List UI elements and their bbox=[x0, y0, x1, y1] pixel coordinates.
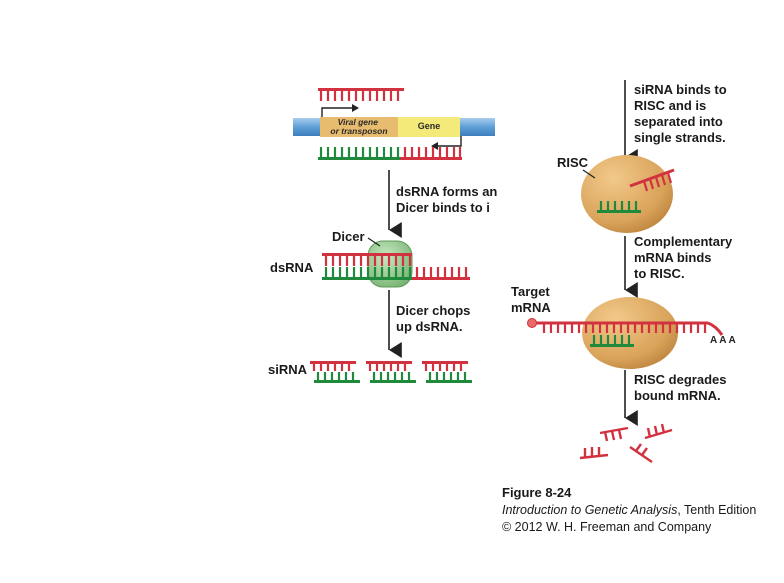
step-sirna-binds-label: siRNA binds to RISC and is separated int… bbox=[634, 82, 727, 145]
fragment-3 bbox=[579, 447, 609, 460]
risc-complex-1 bbox=[581, 155, 673, 233]
step-dsrna-forms-label: dsRNA forms an Dicer binds to i bbox=[396, 184, 498, 215]
degraded-fragments bbox=[579, 423, 673, 463]
promoter-arrow-forward bbox=[321, 107, 352, 120]
transcript-top bbox=[318, 88, 404, 101]
dicer-label: Dicer bbox=[332, 229, 365, 244]
sirna-strand-red bbox=[629, 168, 675, 192]
risc-label: RISC bbox=[557, 155, 589, 170]
sirna-duplex-3 bbox=[422, 361, 472, 383]
fragment-1 bbox=[599, 426, 629, 442]
step-dicer-chops-label: Dicer chops up dsRNA. bbox=[396, 303, 471, 334]
target-mrna bbox=[527, 318, 724, 336]
risc-complex-2 bbox=[582, 297, 678, 369]
dna-bar bbox=[293, 117, 495, 137]
fragment-4 bbox=[629, 443, 653, 463]
sirna-duplex-2 bbox=[366, 361, 416, 383]
viral-gene-label: Viral gene or transposon bbox=[330, 117, 387, 136]
step-risc-degrades-label: RISC degrades bound mRNA. bbox=[634, 372, 727, 403]
dicer-pointer bbox=[367, 237, 381, 247]
bound-sirna-guide bbox=[590, 335, 634, 347]
target-mrna-label: Target mRNA bbox=[511, 284, 551, 315]
book-edition: , Tenth Edition bbox=[677, 503, 757, 517]
step-complementary-label: Complementary mRNA binds to RISC. bbox=[634, 234, 733, 281]
figure-number: Figure 8-24 bbox=[502, 485, 572, 500]
poly-a-tail: A A A bbox=[710, 335, 736, 346]
gene-segment bbox=[398, 117, 460, 137]
sirna-strand-green bbox=[597, 201, 641, 213]
sirna-label: siRNA bbox=[268, 362, 308, 377]
fragment-2 bbox=[644, 423, 673, 440]
book-citation: Introduction to Genetic Analysis, Tenth … bbox=[502, 502, 756, 518]
book-title: Introduction to Genetic Analysis bbox=[502, 503, 678, 517]
mrna-cap bbox=[527, 318, 537, 328]
gene-label: Gene bbox=[418, 121, 441, 131]
transcript-bottom bbox=[318, 147, 462, 160]
copyright-line: © 2012 W. H. Freeman and Company bbox=[502, 520, 712, 534]
dsrna-label: dsRNA bbox=[270, 260, 314, 275]
promoter-arrow-reverse bbox=[438, 136, 462, 147]
viral-gene-segment bbox=[320, 117, 398, 137]
sirna-duplex-1 bbox=[310, 361, 360, 383]
dsrna-duplex bbox=[322, 253, 470, 280]
